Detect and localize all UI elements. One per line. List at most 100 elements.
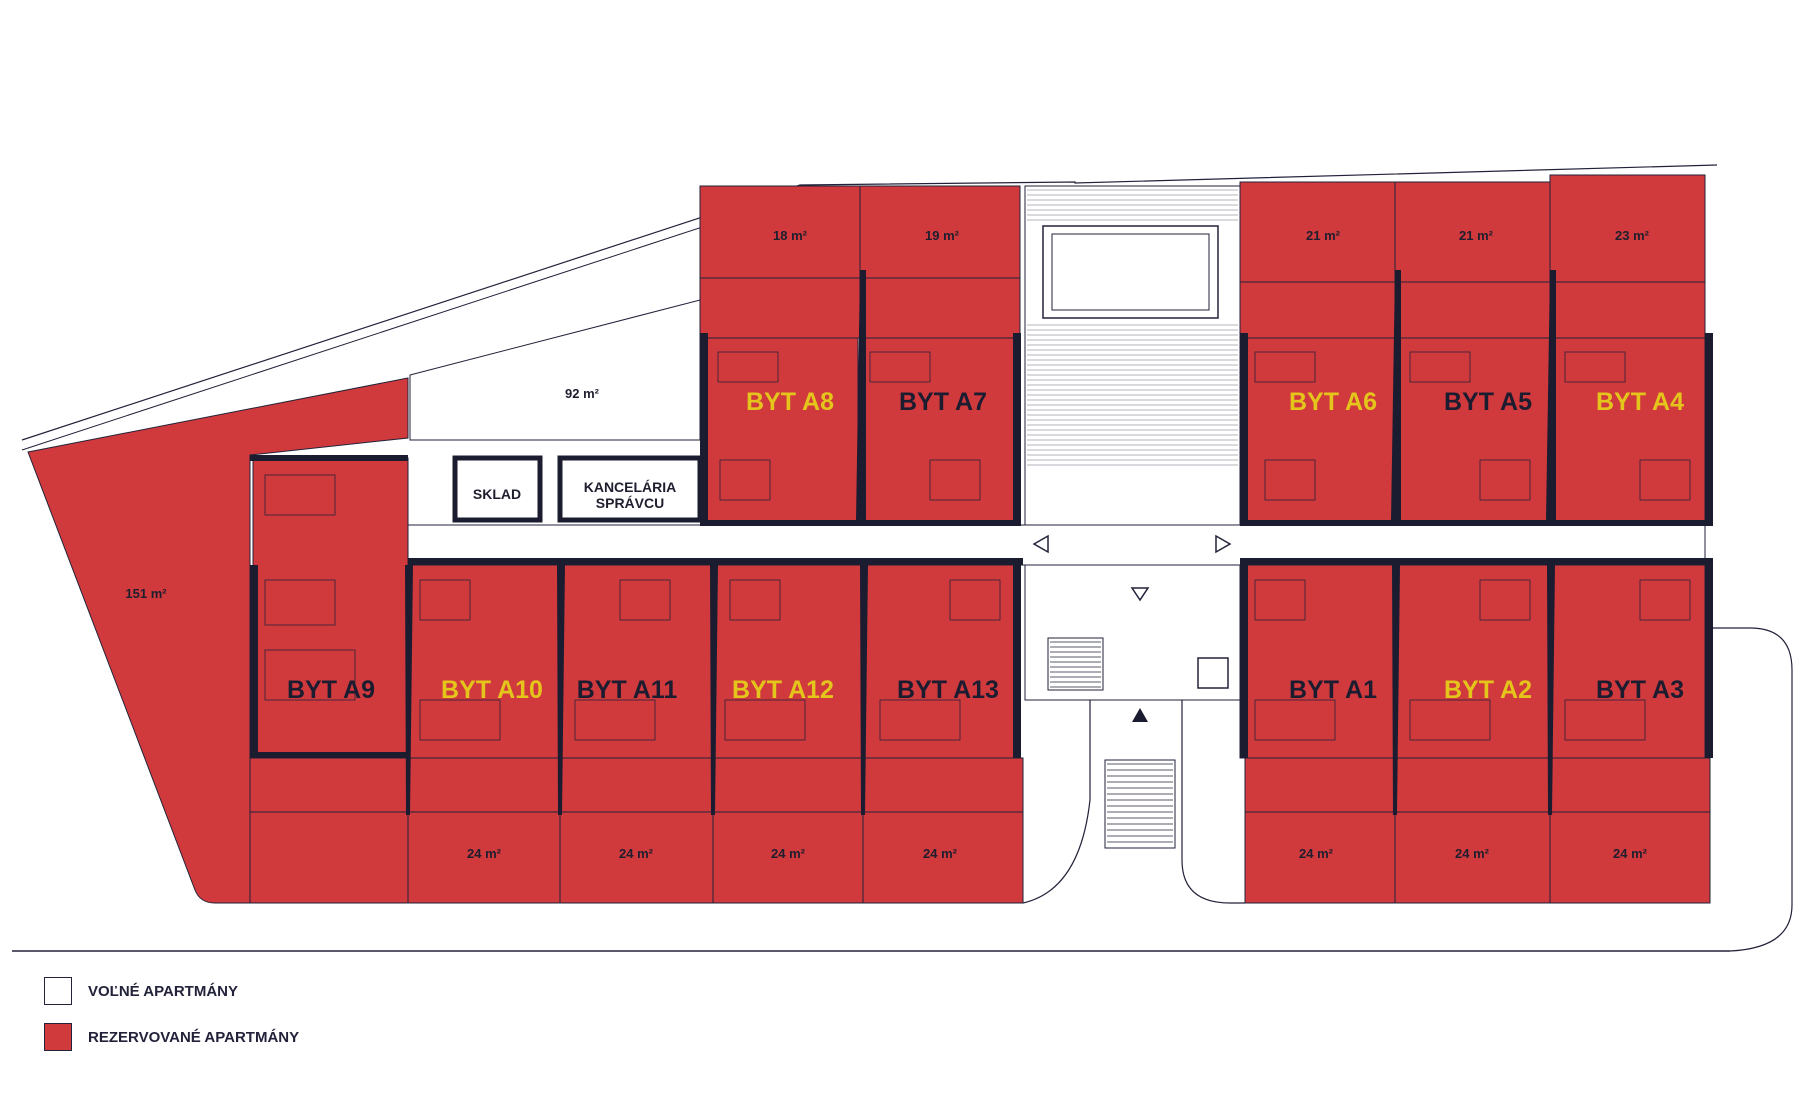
apartment-a2[interactable] — [1394, 564, 1551, 759]
terrace-a1[interactable] — [1244, 757, 1396, 904]
office-label-line1: KANCELÁRIA — [584, 479, 677, 495]
furniture-outline — [1479, 459, 1531, 501]
legend: VOĽNÉ APARTMÁNY REZERVOVANÉ APARTMÁNY — [44, 976, 299, 1068]
terrace-a9[interactable] — [249, 757, 409, 904]
structural-walls — [250, 333, 1713, 758]
terrace-a13[interactable] — [862, 757, 1024, 904]
furniture-outline — [1254, 351, 1316, 383]
furniture-outline — [1254, 579, 1306, 621]
area-courtyard: 92 m² — [565, 386, 600, 401]
entrance-stairs — [1104, 759, 1176, 849]
entrance-ramp — [1022, 700, 1245, 904]
apartment-a4[interactable] — [1549, 337, 1706, 526]
area-a6-terrace: 21 m² — [1306, 228, 1341, 243]
furniture-outline — [729, 579, 781, 621]
storage-room[interactable] — [452, 455, 543, 523]
terrace-a10[interactable] — [407, 757, 561, 904]
furniture-outline — [1479, 579, 1531, 621]
storage-label: SKLAD — [473, 486, 521, 502]
terrace-a3[interactable] — [1549, 757, 1711, 904]
arrow-down-icon — [1130, 587, 1150, 602]
area-garden: 151 m² — [125, 586, 167, 601]
label-a10: BYT A10 — [441, 676, 543, 704]
area-a2-terrace: 24 m² — [1455, 846, 1490, 861]
label-a2: BYT A2 — [1444, 676, 1532, 704]
legend-reserved: REZERVOVANÉ APARTMÁNY — [44, 1022, 299, 1052]
furniture-outline — [264, 649, 356, 701]
furniture-outline — [724, 699, 806, 741]
area-a5-terrace: 21 m² — [1459, 228, 1494, 243]
label-a9: BYT A9 — [287, 676, 375, 704]
apartment-a8[interactable] — [702, 337, 859, 526]
apartment-a9[interactable] — [252, 457, 409, 759]
interior-furniture — [264, 351, 1691, 741]
furniture-outline — [1564, 699, 1646, 741]
furniture-outline — [1409, 699, 1491, 741]
arrow-right-icon — [1215, 534, 1232, 554]
furniture-outline — [419, 699, 501, 741]
label-a4: BYT A4 — [1596, 388, 1684, 416]
arrow-left-icon — [1032, 534, 1049, 554]
label-a1: BYT A1 — [1289, 676, 1377, 704]
site-boundary-right — [1245, 627, 1793, 952]
atrium-hatching — [1027, 189, 1238, 466]
legend-reserved-swatch — [44, 1023, 72, 1051]
entrance-arrow-icon — [1132, 708, 1148, 722]
furniture-outline — [574, 699, 656, 741]
area-a11-terrace: 24 m² — [619, 846, 654, 861]
area-a10-terrace: 24 m² — [467, 846, 502, 861]
terrace-a4[interactable] — [1549, 174, 1706, 339]
furniture-outline — [1409, 351, 1471, 383]
office-label-line2: SPRÁVCU — [596, 495, 664, 511]
legend-reserved-label: REZERVOVANÉ APARTMÁNY — [88, 1028, 300, 1046]
apartment-a3[interactable] — [1549, 564, 1706, 759]
furniture-outline — [929, 459, 981, 501]
legend-free-label: VOĽNÉ APARTMÁNY — [88, 982, 238, 1000]
terrace-a5[interactable] — [1394, 181, 1551, 339]
furniture-outline — [619, 579, 671, 621]
terrace-a12[interactable] — [712, 757, 864, 904]
apartment-a10[interactable] — [407, 564, 561, 759]
furniture-outline — [719, 459, 771, 501]
site-boundary-inner — [21, 194, 801, 451]
area-a7-terrace: 19 m² — [925, 228, 960, 243]
terrace-a8[interactable] — [699, 185, 861, 339]
pool-inner — [1051, 233, 1210, 311]
label-a3: BYT A3 — [1596, 676, 1684, 704]
furniture-outline — [1254, 699, 1336, 741]
legend-free: VOĽNÉ APARTMÁNY — [44, 976, 299, 1006]
furniture-outline — [869, 351, 931, 383]
area-a1-terrace: 24 m² — [1299, 846, 1334, 861]
apartment-a11[interactable] — [559, 564, 714, 759]
unit-dividers — [405, 270, 1556, 815]
office-room[interactable] — [557, 455, 703, 523]
apartment-a7[interactable] — [862, 337, 1019, 526]
label-a12: BYT A12 — [732, 676, 834, 704]
terrace-a2[interactable] — [1394, 757, 1551, 904]
label-a11: BYT A11 — [577, 676, 678, 704]
apartment-a12[interactable] — [712, 564, 864, 759]
furniture-outline — [1639, 459, 1691, 501]
terrace-a6[interactable] — [1239, 181, 1396, 339]
furniture-outline — [717, 351, 779, 383]
area-a3-terrace: 24 m² — [1613, 846, 1648, 861]
furniture-outline — [264, 474, 336, 516]
furniture-outline — [1564, 351, 1626, 383]
apartment-a1[interactable] — [1239, 564, 1396, 759]
apartment-a13[interactable] — [862, 564, 1019, 759]
terrace-a11[interactable] — [559, 757, 714, 904]
courtyard — [409, 299, 701, 441]
furniture-outline — [879, 699, 961, 741]
terrace-a7[interactable] — [859, 185, 1021, 339]
furniture-outline — [1264, 459, 1316, 501]
furniture-outline — [264, 579, 336, 626]
area-a8-terrace: 18 m² — [773, 228, 808, 243]
apartment-a6[interactable] — [1239, 337, 1396, 526]
apartment-a5[interactable] — [1394, 337, 1551, 526]
legend-free-swatch — [44, 977, 72, 1005]
area-a4-terrace: 23 m² — [1615, 228, 1650, 243]
area-a13-terrace: 24 m² — [923, 846, 958, 861]
site-boundary — [21, 164, 1718, 441]
lift-shaft — [1197, 657, 1229, 689]
